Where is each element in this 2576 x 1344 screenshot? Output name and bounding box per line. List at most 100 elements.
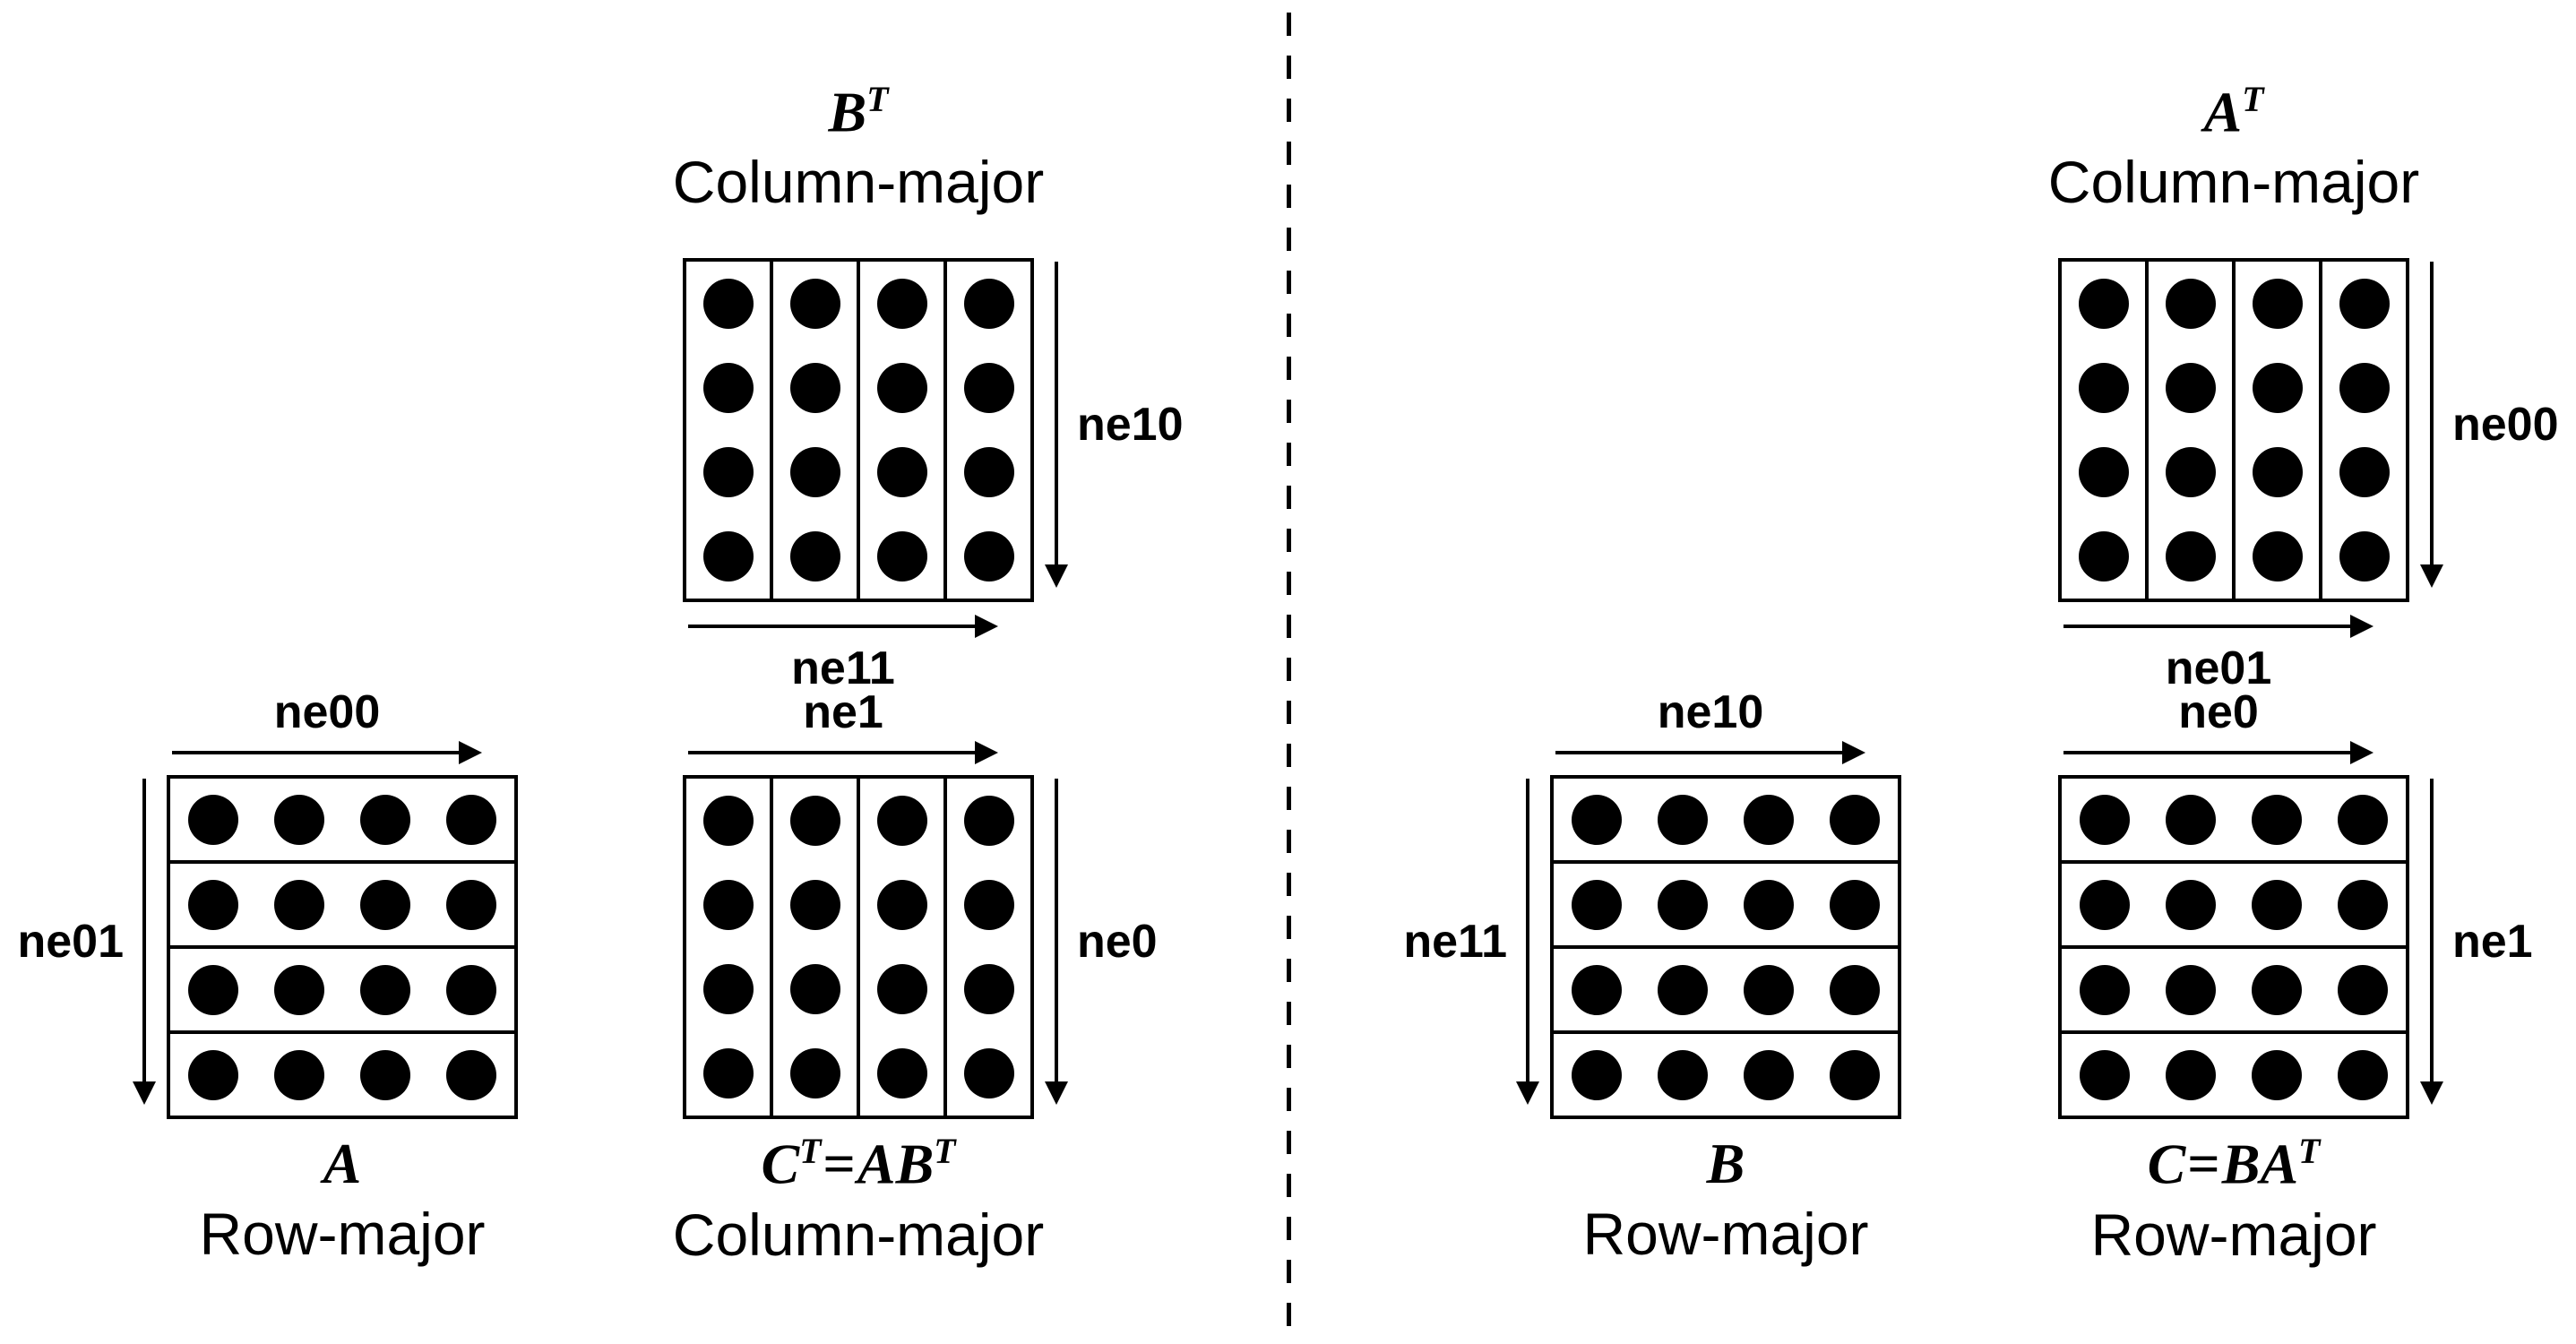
matrix-element-dot xyxy=(2252,964,2302,1015)
dimension-arrow-ne01: ne01 xyxy=(2063,615,2374,692)
matrix-element-dot xyxy=(274,879,324,930)
matrix-row-strip xyxy=(1554,945,1898,1030)
matrix-element-dot xyxy=(274,964,324,1015)
dimension-label-ne00: ne00 xyxy=(273,686,381,738)
matrix-element-dot xyxy=(274,794,324,845)
matrix-element-dot xyxy=(188,794,238,845)
matrix-major-label: Column-major xyxy=(672,1201,1045,1268)
matrix-box xyxy=(683,775,1034,1119)
matrix-element-dot xyxy=(876,1048,927,1098)
matrix-element-dot xyxy=(2080,964,2130,1015)
arrow-right-icon xyxy=(688,741,998,764)
dimension-label-ne00: ne00 xyxy=(2452,399,2559,451)
matrix-math-label: C=BAT xyxy=(2147,1132,2321,1196)
dimension-arrow-ne01: ne01 xyxy=(17,779,156,1105)
matrix-element-dot xyxy=(789,447,840,497)
panel-divider xyxy=(1287,13,1291,1331)
dimension-arrow-ne11: ne11 xyxy=(688,615,998,692)
matrix-element-dot xyxy=(2080,794,2130,845)
matrix-element-dot xyxy=(2252,1049,2302,1100)
matrix-row-strip xyxy=(1554,1030,1898,1116)
matrix-element-dot xyxy=(702,1048,754,1098)
matrix-element-dot xyxy=(2165,531,2216,582)
matrix-element-dot xyxy=(2252,879,2302,930)
arrow-down-icon xyxy=(1516,779,1539,1105)
matrix-element-dot xyxy=(188,964,238,1015)
matrix-element-dot xyxy=(1658,1049,1708,1100)
matrix-element-dot xyxy=(446,1049,496,1100)
matrix-column-strip xyxy=(686,779,770,1116)
matrix-element-dot xyxy=(188,879,238,930)
dimension-label-ne01: ne01 xyxy=(2165,642,2272,694)
matrix-element-dot xyxy=(446,964,496,1015)
matrix-element-dot xyxy=(702,531,754,582)
matrix-major-label: Column-major xyxy=(2047,149,2420,216)
arrow-right-icon xyxy=(688,615,998,638)
matrix-math-label: B xyxy=(1706,1132,1745,1195)
matrix-element-dot xyxy=(2166,964,2216,1015)
matrix-element-dot xyxy=(702,279,754,329)
matrix-element-dot xyxy=(2252,363,2303,413)
matrix-element-dot xyxy=(188,1049,238,1100)
matrix-element-dot xyxy=(2252,794,2302,845)
matrix-element-dot xyxy=(702,447,754,497)
matrix-element-dot xyxy=(876,796,927,846)
matrix-element-dot xyxy=(2166,1049,2216,1100)
matrix-element-dot xyxy=(446,794,496,845)
matrix-row-strip xyxy=(2062,945,2406,1030)
matrix-column-strip xyxy=(2062,262,2145,599)
matrix-column-strip xyxy=(770,262,857,599)
matrix-element-dot xyxy=(2078,447,2129,497)
matrix-element-dot xyxy=(789,363,840,413)
dimension-label-ne1: ne1 xyxy=(803,686,883,738)
matrix-element-dot xyxy=(2252,279,2303,329)
matrix-element-dot xyxy=(1830,794,1880,845)
dimension-arrow-ne00: ne00 xyxy=(2420,262,2559,588)
matrix-column-strip xyxy=(943,262,1030,599)
matrix-row-strip xyxy=(2062,1030,2406,1116)
matrix-element-dot xyxy=(2339,531,2390,582)
matrix-element-dot xyxy=(1830,964,1880,1015)
matrix-element-dot xyxy=(2078,279,2129,329)
dimension-label-ne01: ne01 xyxy=(17,916,124,968)
matrix-element-dot xyxy=(2166,794,2216,845)
matrix-element-dot xyxy=(446,879,496,930)
matrix-element-dot xyxy=(1830,879,1880,930)
dimension-arrow-ne00: ne00 xyxy=(172,689,482,764)
dimension-arrow-ne11: ne11 xyxy=(1403,779,1539,1105)
dimension-label-ne0: ne0 xyxy=(1077,916,1158,968)
matrix-element-dot xyxy=(876,279,927,329)
matrix-element-dot xyxy=(360,1049,410,1100)
matrix-column-strip xyxy=(2319,262,2406,599)
matrix-column-strip xyxy=(857,262,943,599)
matrix-element-dot xyxy=(876,447,927,497)
matrix-math-label: AT xyxy=(2203,79,2264,143)
matrix-row-strip xyxy=(1554,860,1898,945)
matrix-row-strip xyxy=(1554,779,1898,860)
matrix-element-dot xyxy=(963,1048,1014,1098)
arrow-right-icon xyxy=(172,741,482,764)
matrix-row-strip xyxy=(2062,779,2406,860)
matrix-element-dot xyxy=(2338,964,2388,1015)
matrix-box xyxy=(167,775,518,1119)
matrix-element-dot xyxy=(2252,531,2303,582)
matrix-element-dot xyxy=(360,964,410,1015)
matrix-element-dot xyxy=(2165,447,2216,497)
matrix-math-label: BT xyxy=(828,79,889,143)
matrix-element-dot xyxy=(2078,531,2129,582)
matrix-column-strip xyxy=(2232,262,2319,599)
dimension-label-ne10: ne10 xyxy=(1077,399,1184,451)
matrix-row-strip xyxy=(170,860,514,945)
matrix-element-dot xyxy=(2080,879,2130,930)
dimension-arrow-ne1: ne1 xyxy=(2420,779,2533,1105)
matrix-element-dot xyxy=(1572,1049,1622,1100)
arrow-right-icon xyxy=(2063,741,2374,764)
